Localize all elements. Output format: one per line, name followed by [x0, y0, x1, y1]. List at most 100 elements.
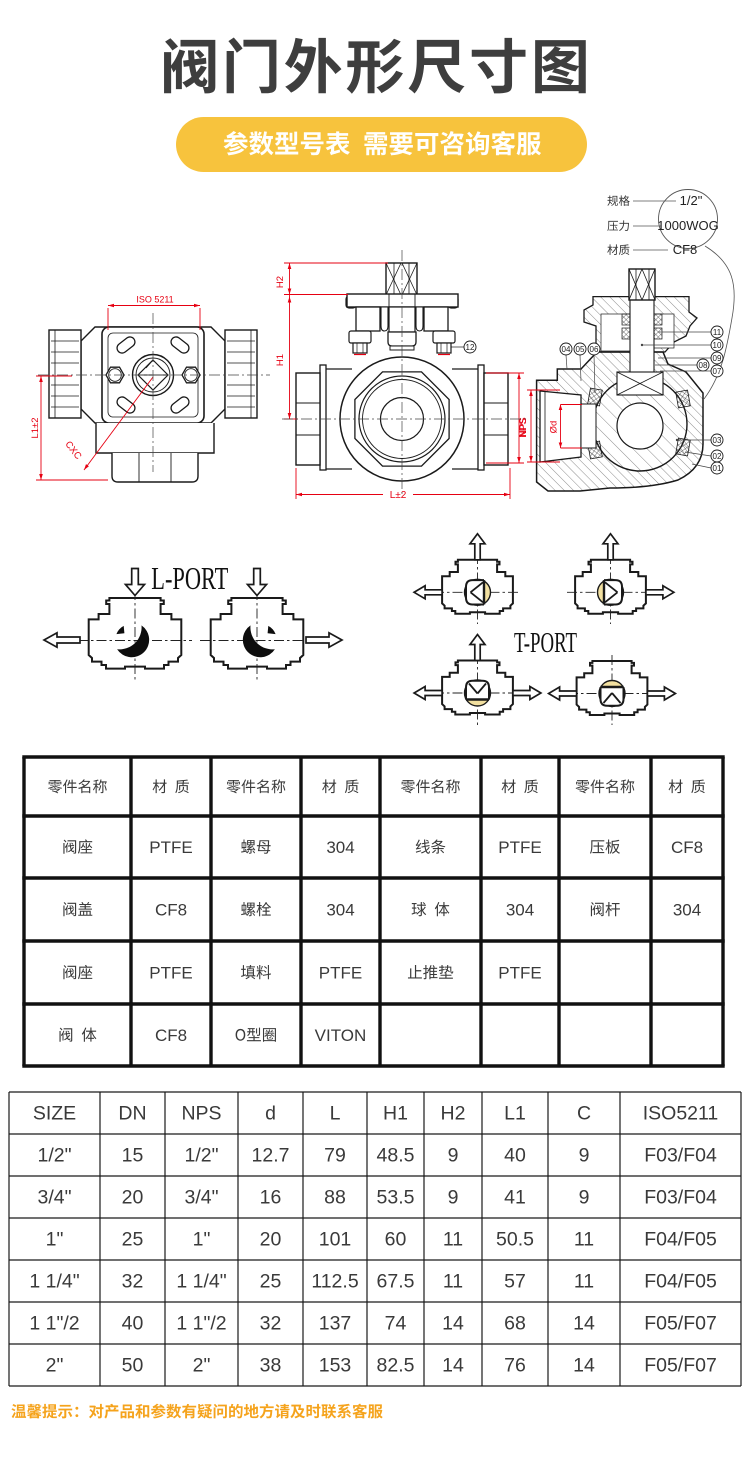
svg-text:1 1"/2: 1 1"/2	[29, 1313, 79, 1335]
svg-text:14: 14	[573, 1355, 595, 1377]
svg-text:CF8: CF8	[155, 901, 187, 920]
svg-text:C: C	[577, 1103, 591, 1125]
svg-text:25: 25	[122, 1229, 144, 1251]
svg-text:101: 101	[319, 1229, 352, 1251]
svg-text:1": 1"	[193, 1229, 211, 1251]
svg-text:03: 03	[713, 436, 722, 445]
svg-text:2": 2"	[193, 1355, 211, 1377]
svg-text:CF8: CF8	[671, 838, 703, 857]
svg-text:137: 137	[319, 1313, 352, 1335]
svg-text:32: 32	[122, 1271, 144, 1293]
svg-text:3/4": 3/4"	[37, 1187, 71, 1209]
svg-text:1/2": 1/2"	[37, 1145, 71, 1167]
svg-text:08: 08	[699, 361, 708, 370]
svg-text:11: 11	[574, 1229, 594, 1251]
svg-text:14: 14	[573, 1313, 595, 1335]
svg-text:H2: H2	[275, 276, 286, 288]
svg-text:16: 16	[260, 1187, 282, 1209]
svg-text:H2: H2	[441, 1103, 466, 1125]
svg-text:ISO 5211: ISO 5211	[136, 295, 173, 305]
svg-text:d: d	[265, 1103, 276, 1125]
svg-text:10: 10	[713, 341, 722, 350]
svg-text:SIZE: SIZE	[33, 1103, 76, 1125]
svg-text:F04/F05: F04/F05	[644, 1229, 717, 1251]
svg-text:60: 60	[385, 1229, 407, 1251]
svg-text:32: 32	[260, 1313, 282, 1335]
svg-text:02: 02	[713, 452, 722, 461]
svg-text:9: 9	[579, 1145, 590, 1167]
svg-text:PTFE: PTFE	[149, 838, 192, 857]
svg-text:50.5: 50.5	[496, 1229, 534, 1251]
svg-text:NPS: NPS	[518, 418, 529, 438]
svg-text:F03/F04: F03/F04	[644, 1187, 717, 1209]
svg-text:68: 68	[504, 1313, 526, 1335]
svg-text:9: 9	[448, 1145, 459, 1167]
svg-text:F03/F04: F03/F04	[644, 1145, 717, 1167]
svg-text:53.5: 53.5	[377, 1187, 415, 1209]
svg-text:06: 06	[590, 345, 599, 354]
svg-text:01: 01	[713, 464, 722, 473]
svg-text:07: 07	[713, 367, 722, 376]
svg-text:3/4": 3/4"	[184, 1187, 218, 1209]
svg-text:79: 79	[324, 1145, 346, 1167]
svg-text:304: 304	[326, 838, 354, 857]
svg-text:04: 04	[562, 345, 571, 354]
svg-text:40: 40	[504, 1145, 526, 1167]
svg-text:50: 50	[122, 1355, 144, 1377]
svg-text:1 1"/2: 1 1"/2	[176, 1313, 226, 1335]
svg-text:DN: DN	[118, 1103, 146, 1125]
svg-text:14: 14	[442, 1313, 464, 1335]
svg-text:PTFE: PTFE	[149, 964, 192, 983]
svg-text:76: 76	[504, 1355, 526, 1377]
svg-text:40: 40	[122, 1313, 144, 1335]
svg-text:F05/F07: F05/F07	[644, 1355, 717, 1377]
svg-text:9: 9	[448, 1187, 459, 1209]
svg-text:L1: L1	[504, 1103, 526, 1125]
svg-text:NPS: NPS	[518, 417, 529, 437]
svg-text:H1: H1	[383, 1103, 408, 1125]
svg-text:1 1/4": 1 1/4"	[29, 1271, 79, 1293]
svg-text:12: 12	[466, 343, 475, 352]
svg-text:PTFE: PTFE	[498, 964, 541, 983]
svg-text:T-PORT: T-PORT	[514, 628, 577, 659]
svg-text:1/2": 1/2"	[680, 193, 703, 208]
svg-text:L±2: L±2	[390, 490, 407, 501]
svg-text:2": 2"	[46, 1355, 64, 1377]
svg-text:57: 57	[504, 1271, 526, 1293]
svg-text:48.5: 48.5	[377, 1145, 415, 1167]
svg-text:1/2": 1/2"	[184, 1145, 218, 1167]
svg-text:Ød: Ød	[549, 421, 560, 434]
svg-text:1": 1"	[46, 1229, 64, 1251]
svg-text:11: 11	[574, 1271, 594, 1293]
svg-text:38: 38	[260, 1355, 282, 1377]
svg-text:PTFE: PTFE	[319, 964, 362, 983]
svg-text:41: 41	[504, 1187, 526, 1209]
svg-text:67.5: 67.5	[377, 1271, 415, 1293]
svg-text:25: 25	[260, 1271, 282, 1293]
svg-text:09: 09	[713, 354, 722, 363]
svg-text:L: L	[330, 1103, 341, 1125]
svg-text:11: 11	[443, 1271, 463, 1293]
svg-text:CF8: CF8	[155, 1026, 187, 1045]
svg-text:F05/F07: F05/F07	[644, 1313, 717, 1335]
svg-text:82.5: 82.5	[377, 1355, 415, 1377]
svg-text:14: 14	[442, 1355, 464, 1377]
svg-text:05: 05	[576, 345, 585, 354]
svg-text:15: 15	[122, 1145, 144, 1167]
svg-text:304: 304	[506, 901, 534, 920]
svg-text:CXC: CXC	[62, 439, 83, 462]
svg-text:74: 74	[385, 1313, 407, 1335]
svg-text:304: 304	[326, 901, 354, 920]
svg-text:304: 304	[673, 901, 701, 920]
svg-text:PTFE: PTFE	[498, 838, 541, 857]
svg-text:88: 88	[324, 1187, 346, 1209]
svg-text:11: 11	[713, 328, 722, 337]
svg-text:ISO5211: ISO5211	[643, 1103, 719, 1125]
svg-text:9: 9	[579, 1187, 590, 1209]
svg-text:L-PORT: L-PORT	[151, 560, 228, 596]
svg-text:L1±2: L1±2	[30, 417, 41, 438]
svg-text:20: 20	[122, 1187, 144, 1209]
svg-text:12.7: 12.7	[252, 1145, 290, 1167]
svg-text:NPS: NPS	[181, 1103, 221, 1125]
svg-text:112.5: 112.5	[311, 1271, 359, 1293]
